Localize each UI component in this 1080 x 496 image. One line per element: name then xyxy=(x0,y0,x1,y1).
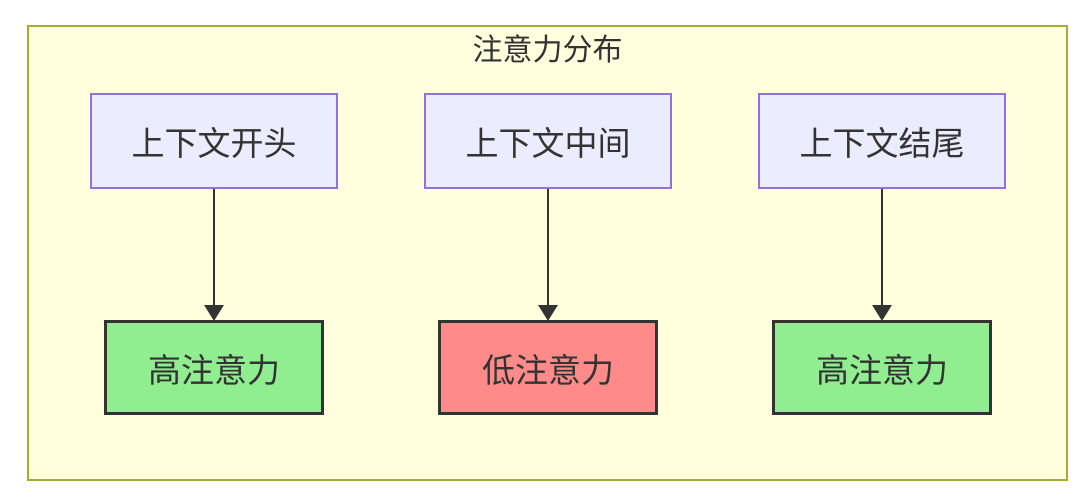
arrowhead-icon xyxy=(872,305,892,321)
arrowhead-icon xyxy=(204,305,224,321)
node-attention-low-label: 低注意力 xyxy=(482,351,614,389)
node-attention-high-2-label: 高注意力 xyxy=(816,351,948,389)
down-arrow xyxy=(872,189,892,321)
diagram-title: 注意力分布 xyxy=(472,34,623,67)
node-attention-high-2: 高注意力 xyxy=(772,320,992,415)
node-attention-high-1-label: 高注意力 xyxy=(148,351,280,389)
arrow-line xyxy=(213,189,215,305)
node-attention-high-1: 高注意力 xyxy=(104,320,324,415)
node-context-end: 上下文结尾 xyxy=(758,93,1006,189)
attention-distribution-cluster: 注意力分布 上下文开头 高注意力 上下文中间 低注意力 上下文结尾 xyxy=(27,25,1068,481)
node-context-middle-label: 上下文中间 xyxy=(465,125,631,162)
node-context-start-label: 上下文开头 xyxy=(131,125,297,162)
node-attention-low: 低注意力 xyxy=(438,320,658,415)
node-context-start: 上下文开头 xyxy=(90,93,338,189)
down-arrow xyxy=(538,189,558,321)
arrow-line xyxy=(881,189,883,305)
arrow-line xyxy=(547,189,549,305)
node-context-middle: 上下文中间 xyxy=(424,93,672,189)
down-arrow xyxy=(204,189,224,321)
arrowhead-icon xyxy=(538,305,558,321)
node-context-end-label: 上下文结尾 xyxy=(799,125,965,162)
